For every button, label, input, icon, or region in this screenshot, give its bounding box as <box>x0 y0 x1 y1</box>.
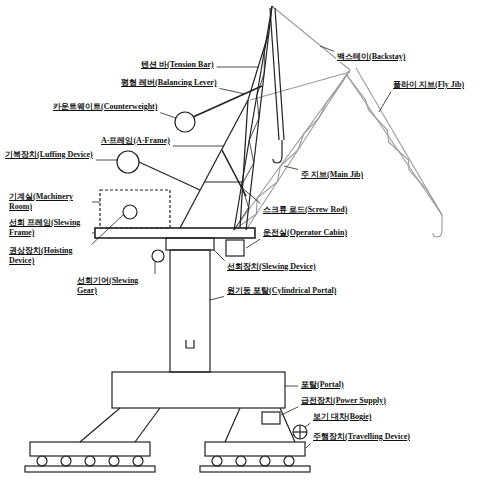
slewing-gear <box>152 250 164 262</box>
travelling-device <box>205 442 305 456</box>
part-label: 백스테이(Backstay) <box>336 52 406 62</box>
hook <box>273 156 282 163</box>
portal-leg <box>225 408 240 442</box>
leader-line <box>155 262 156 274</box>
part-label: 권상장치(Hoisting Device) <box>8 246 90 266</box>
portal-leg <box>80 408 120 442</box>
part-label: 원기둥 포탈(Cylindrical Portal) <box>226 286 337 296</box>
leader-line <box>306 443 311 448</box>
a-frame-leg <box>180 100 248 228</box>
part-label: 카운트웨이트(Counterweight) <box>52 102 158 112</box>
part-label: 텐션 바(Tension Bar) <box>140 60 215 70</box>
hook <box>433 230 442 237</box>
power-supply <box>262 412 280 424</box>
rail-base <box>25 466 155 472</box>
hook-rope <box>281 140 282 156</box>
part-label: 선회장치(Slewing Device) <box>226 262 317 272</box>
hoisting-drum <box>123 205 137 219</box>
leader-line <box>305 423 310 427</box>
leader-line <box>160 113 176 118</box>
a-frame-leg <box>240 100 248 228</box>
leader-line <box>173 146 224 147</box>
part-label: 기복장치(Luffing Device) <box>4 150 94 160</box>
leader-line <box>92 233 95 234</box>
main-jib-rail <box>234 6 272 230</box>
fly-jib-rail <box>270 8 279 140</box>
leader-line <box>379 92 391 112</box>
main-jib-lattice <box>234 6 272 230</box>
balancing-lever <box>193 86 262 117</box>
fly-jib-lattice <box>346 74 442 215</box>
counterweight <box>175 112 195 132</box>
travelling-device <box>30 442 150 456</box>
leader-line <box>246 239 260 248</box>
leader-line <box>220 88 245 94</box>
part-label: 선회기어(Slewing Gear) <box>76 276 158 296</box>
part-label: 기계실(Machinery Room) <box>8 192 90 212</box>
backstay-line <box>250 72 350 100</box>
leader-line <box>240 186 260 204</box>
slewing-frame <box>95 228 255 238</box>
screw-rod <box>222 150 246 196</box>
leader-line <box>320 46 334 51</box>
lowered-jib <box>234 6 442 237</box>
fly-jib-rail <box>275 8 284 140</box>
leader-line <box>217 67 258 68</box>
leader-line <box>91 215 123 245</box>
leader-line <box>210 296 224 300</box>
cylindrical-portal <box>170 250 210 372</box>
part-label: A-프레임(A-Frame) <box>100 136 171 146</box>
part-label: 플라이 지브(Fly Jib) <box>392 80 465 90</box>
part-label: 포탈(Portal) <box>300 380 345 390</box>
leader-line <box>284 166 298 170</box>
portal-leg <box>280 408 295 442</box>
wheels <box>37 456 294 466</box>
part-label: 운전실(Operator Cabin) <box>262 228 348 238</box>
part-label: 급전장치(Power Supply) <box>300 396 387 406</box>
rail-base <box>200 466 310 472</box>
leader-line <box>96 160 117 161</box>
bogie-symbol <box>293 425 307 439</box>
machinery-room <box>100 190 170 228</box>
leader-line <box>214 250 225 261</box>
part-label: 주행장치(Travelling Device) <box>312 432 411 442</box>
luffing-drum <box>117 151 139 173</box>
part-label: 선회 프레임(Slewing Frame) <box>8 218 90 238</box>
portal-door <box>186 340 194 348</box>
slewing-device <box>166 238 214 250</box>
leader-line <box>92 202 100 203</box>
part-label: 스크류 로드(Screw Rod) <box>262 205 348 215</box>
crane-structure <box>25 6 310 472</box>
portal-leg <box>135 408 160 442</box>
hook-rope <box>441 215 442 230</box>
part-label: 보기 대차(Bogie) <box>312 412 372 422</box>
leader-line <box>281 407 298 415</box>
portal-box <box>112 372 285 408</box>
fly-jib-rail <box>346 74 442 215</box>
luffing-rope <box>139 162 200 190</box>
part-label: 주 지브(Main Jib) <box>300 170 364 180</box>
a-frame-brace <box>205 181 242 182</box>
leader-line <box>285 386 298 387</box>
part-label: 평형 레버(Balancing Lever) <box>120 78 218 88</box>
bogie-symbol <box>299 425 300 439</box>
operator-cabin <box>226 240 244 256</box>
